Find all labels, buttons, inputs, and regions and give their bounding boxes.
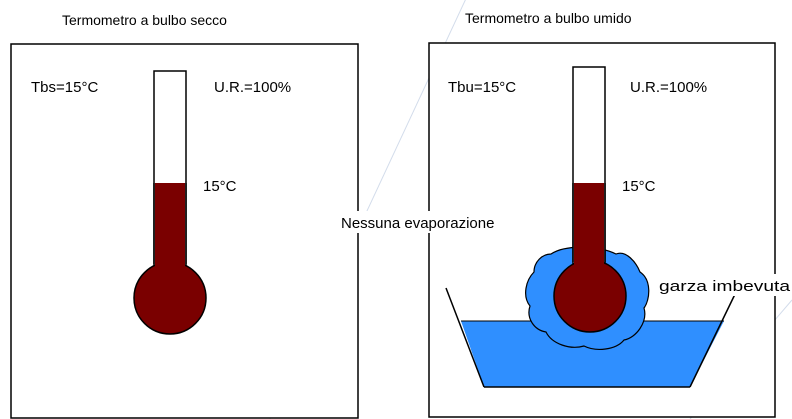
trough-water bbox=[461, 321, 724, 387]
no-evaporation-label: Nessuna evaporazione bbox=[341, 215, 494, 232]
dry-bulb-neck bbox=[155, 250, 185, 280]
dry-bulb-thermometer bbox=[133, 70, 207, 335]
wet-bulb-title: Termometro a bulbo umido bbox=[465, 10, 632, 26]
wet-bulb-neck bbox=[574, 250, 604, 278]
soaked-gauze-label: garza imbevuta bbox=[659, 278, 791, 295]
trough-right-wall bbox=[689, 287, 739, 388]
evaporation-label-bg bbox=[340, 211, 548, 233]
wet-bulb-thermometer bbox=[553, 66, 627, 333]
dry-bulb-title: Termometro a bulbo secco bbox=[62, 12, 227, 28]
trough-left-wall bbox=[445, 287, 485, 388]
dry-bulb-level-label: 15°C bbox=[203, 178, 237, 195]
wet-bulb-level-label: 15°C bbox=[622, 178, 656, 195]
gauze-label-bg bbox=[657, 274, 792, 296]
dry-bulb-temperature: Tbs=15°C bbox=[31, 79, 98, 96]
dry-bulb-panel: Termometro a bulbo secco Tbs=15°C U.R.=1… bbox=[10, 12, 359, 419]
wet-bulb-humidity: U.R.=100% bbox=[630, 79, 707, 96]
dry-bulb-humidity: U.R.=100% bbox=[214, 79, 291, 96]
water-trough bbox=[445, 287, 739, 388]
wet-bulb-temperature: Tbu=15°C bbox=[448, 79, 516, 96]
